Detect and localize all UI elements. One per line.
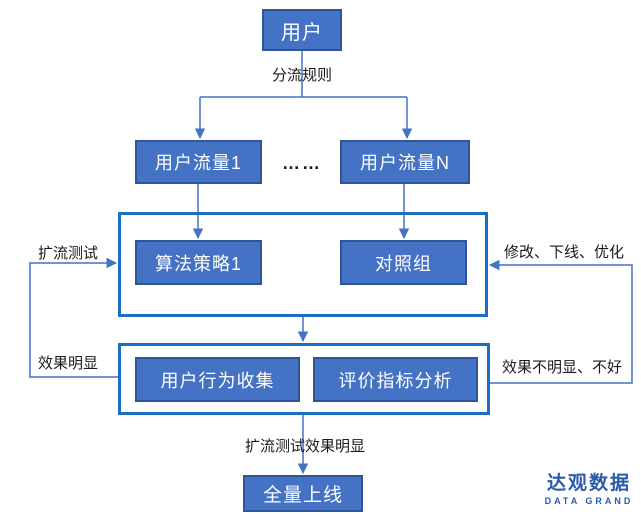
- node-control-group: 对照组: [340, 240, 467, 285]
- ellipsis-between-traffic: ……: [282, 153, 322, 173]
- node-traffic-n: 用户流量N: [340, 140, 470, 184]
- node-behavior-collection: 用户行为收集: [135, 357, 300, 402]
- label-split-rule: 分流规则: [271, 67, 332, 84]
- label-expand-test: 扩流测试: [37, 245, 98, 262]
- label-effect-not-obvious: 效果不明显、不好: [501, 359, 622, 376]
- label-expand-test-effect-obvious: 扩流测试效果明显: [244, 438, 365, 455]
- node-metric-analysis: 评价指标分析: [313, 357, 478, 402]
- strategy-group-container: [118, 212, 488, 317]
- node-full-launch: 全量上线: [243, 475, 363, 512]
- logo-chinese-text: 达观数据: [546, 473, 631, 494]
- analysis-group-container: [118, 343, 490, 415]
- node-algorithm-strategy-1: 算法策略1: [135, 240, 262, 285]
- label-modify-offline-optimize: 修改、下线、优化: [503, 244, 624, 261]
- node-user: 用户: [262, 9, 342, 51]
- label-effect-obvious: 效果明显: [37, 355, 98, 372]
- node-traffic-1: 用户流量1: [135, 140, 262, 184]
- logo-english-text: DATA GRAND: [544, 496, 634, 506]
- datagrand-logo: 达观数据 DATA GRAND: [543, 473, 635, 507]
